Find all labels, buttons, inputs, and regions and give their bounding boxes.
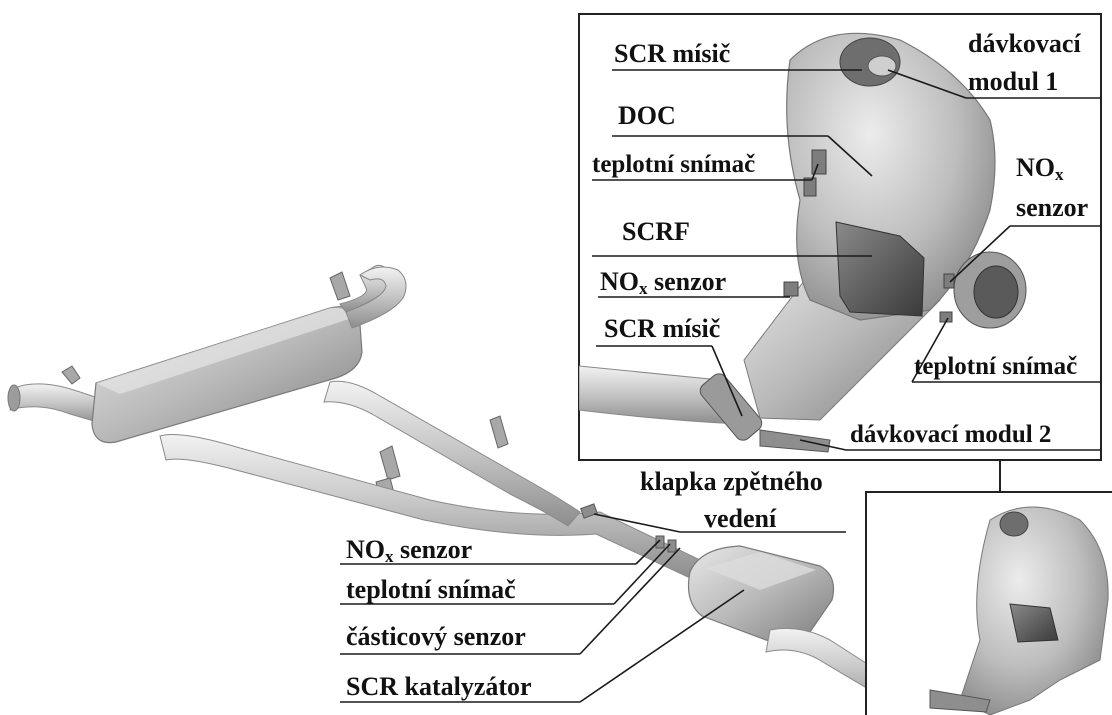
scr-catalyst-body	[689, 546, 834, 642]
label-temperature-sensor-right: teplotní snímač	[914, 353, 1077, 380]
label-scr-mixer-top: SCR mísič	[614, 39, 730, 68]
label-particle-sensor: částicový senzor	[346, 622, 526, 651]
overview-inset	[866, 492, 1112, 715]
label-egr-flap-line2: vedení	[704, 504, 777, 533]
label-nox-right-line2: senzor	[1016, 193, 1088, 222]
label-egr-flap-line1: klapka zpětného	[640, 467, 823, 496]
label-temperature-sensor-main: teplotní snímač	[346, 575, 516, 604]
label-dosing-module-1-line1: dávkovací	[968, 29, 1081, 58]
label-nox-sensor-main: NOx senzor	[346, 535, 472, 566]
label-dosing-module-2: dávkovací modul 2	[850, 421, 1051, 448]
label-scrf: SCRF	[622, 217, 690, 246]
label-dosing-module-1-line2: modul 1	[968, 67, 1058, 96]
rear-muffler	[92, 307, 362, 443]
label-doc: DOC	[618, 101, 676, 130]
detail-inset: SCR mísič dávkovací modul 1 DOC teplotní…	[579, 14, 1101, 460]
upper-tailpipe	[340, 265, 406, 328]
label-temperature-sensor-top: teplotní snímač	[592, 151, 755, 178]
label-scr-catalyst: SCR katalyzátor	[346, 672, 532, 701]
label-nox-sensor-inset: NOx senzor	[600, 267, 726, 298]
label-scr-mixer-bottom: SCR mísič	[604, 314, 720, 343]
